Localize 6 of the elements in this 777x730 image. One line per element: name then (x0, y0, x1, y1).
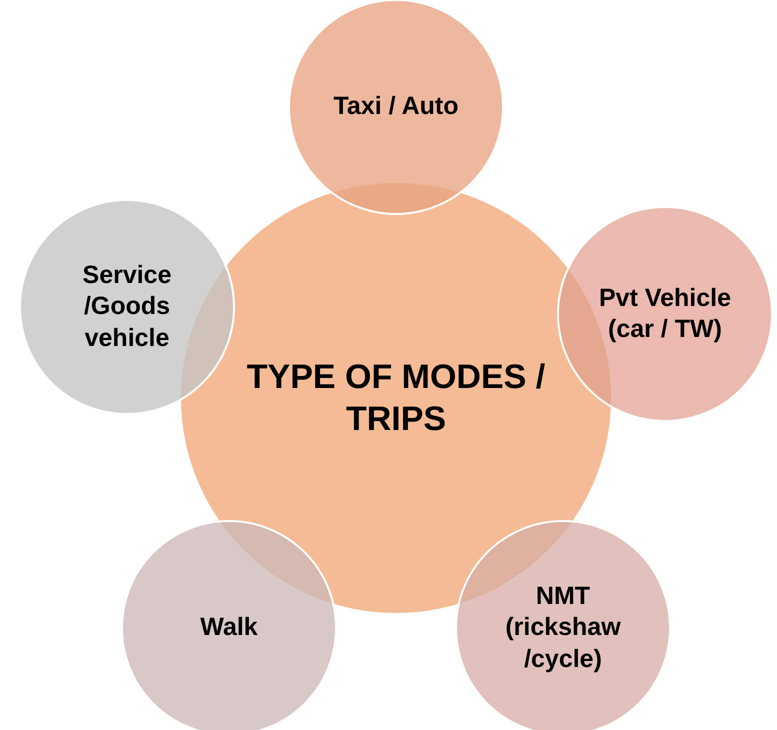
node-label: Walk (200, 612, 258, 644)
node-label: Taxi / Auto (334, 91, 458, 122)
node-label: TYPE OF MODES / TRIPS (246, 356, 546, 440)
node-label: Pvt Vehicle (car / TW) (598, 282, 732, 345)
node-label: Service /Goods vehicle (82, 260, 172, 354)
node-label: NMT (rickshaw /cycle) (504, 581, 622, 675)
